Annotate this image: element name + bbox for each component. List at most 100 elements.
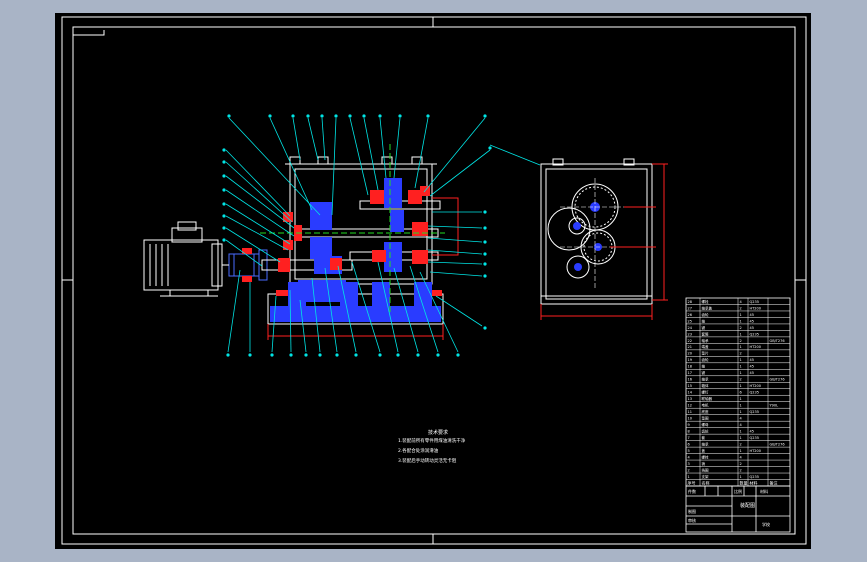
parts-list-cell: 2 xyxy=(740,442,742,446)
parts-list-cell: GB/T276 xyxy=(770,378,785,382)
parts-list-cell: 45 xyxy=(750,358,754,362)
parts-list-cell: 1 xyxy=(740,410,742,414)
parts-list-cell: 1 xyxy=(740,319,742,323)
parts-list-cell: 45 xyxy=(750,326,754,330)
parts-list-cell: 2 xyxy=(740,462,742,466)
parts-list-cell: 6 xyxy=(740,391,742,395)
parts-list-cell: 联轴器 xyxy=(702,396,713,401)
side-view[interactable] xyxy=(489,144,668,320)
parts-list-cell: 2 xyxy=(740,326,742,330)
parts-list-cell: 套筒 xyxy=(702,331,710,336)
center-line xyxy=(260,144,445,312)
leader-lines xyxy=(225,117,491,353)
parts-list-cell: 端盖 xyxy=(702,344,710,349)
parts-list-cell: 齿轮 xyxy=(702,312,710,317)
parts-list-cell: 齿轮 xyxy=(702,357,710,362)
motor-icon[interactable] xyxy=(143,221,223,297)
parts-list-cell: 28 xyxy=(688,300,692,304)
parts-list-cell: 底座 xyxy=(702,409,710,414)
parts-list-cell: 2 xyxy=(740,378,742,382)
parts-list-cell: 齿轮 xyxy=(702,429,710,434)
note-line-3: 3.装配后手动转动灵活无卡阻 xyxy=(398,457,457,464)
parts-list-cell: 7 xyxy=(688,436,690,440)
parts-list-cell: HT200 xyxy=(750,449,761,453)
parts-list-cell: 1 xyxy=(740,449,742,453)
base-plate[interactable] xyxy=(267,282,444,325)
parts-list-cell: 8 xyxy=(688,430,690,434)
drawing-name: 装配图 xyxy=(740,502,755,509)
parts-list-header: 备注 xyxy=(770,479,778,485)
parts-list-cell: 16 xyxy=(688,378,692,382)
parts-list-cell: HT200 xyxy=(750,384,761,388)
note-line-2: 2.各配合处涂润滑油 xyxy=(398,447,439,454)
title-label-school: 学校 xyxy=(762,521,770,527)
parts-list-cell: 22 xyxy=(688,339,692,343)
parts-list-cell: 轴承 xyxy=(702,377,710,382)
parts-list-cell: 轴承 xyxy=(702,441,710,446)
front-section-view[interactable] xyxy=(143,114,492,357)
parts-list-cell: 轴 xyxy=(702,318,706,323)
drawing-sheet xyxy=(55,13,811,549)
parts-list-cell: 21 xyxy=(688,345,692,349)
parts-list-cell: 5 xyxy=(688,449,690,453)
parts-list-cell: 27 xyxy=(688,306,692,310)
parts-list-cell: 4 xyxy=(740,300,743,304)
parts-list-cell: 1 xyxy=(740,404,742,408)
parts-list-cell: 键 xyxy=(702,370,706,375)
parts-list-cell: 2 xyxy=(740,468,742,472)
parts-list-cell: 4 xyxy=(740,417,743,421)
parts-list-cell: 24 xyxy=(688,326,693,330)
parts-list-cell: 螺栓 xyxy=(702,454,710,459)
parts-list-cell: GB/T276 xyxy=(770,442,785,446)
coupling-flange xyxy=(242,276,252,282)
parts-list-cell: 垫圈 xyxy=(702,416,710,421)
parts-list-header: 名称 xyxy=(702,479,710,485)
parts-list-cell: 23 xyxy=(688,332,692,336)
parts-list-cell: 19 xyxy=(688,358,692,362)
parts-list-cell: 垫片 xyxy=(702,351,710,356)
parts-list-cell: 轴承盖 xyxy=(702,305,713,310)
parts-list-cell: 轴 xyxy=(702,364,706,369)
parts-list-cell: Q235 xyxy=(750,300,759,304)
parts-list-cell: 2 xyxy=(688,468,690,472)
parts-list-cell: 11 xyxy=(688,410,692,414)
part-balloons xyxy=(222,114,492,357)
title-block-text: 件数 比例 材料 装配图 制图 审核 学校 xyxy=(688,488,770,527)
parts-list-cell: 2 xyxy=(740,306,742,310)
parts-list-cell: 1 xyxy=(740,345,742,349)
parts-list-cell: GB/T276 xyxy=(770,339,785,343)
parts-list-cell: 17 xyxy=(688,371,692,375)
parts-list-cell: 4 xyxy=(740,455,743,459)
parts-list-cell: 盖 xyxy=(702,448,706,453)
gear-icon[interactable] xyxy=(298,178,404,302)
parts-list-cell: 轴承 xyxy=(702,338,710,343)
parts-list-cell: 4 xyxy=(688,455,691,459)
notes-title: 技术要求 xyxy=(428,429,448,436)
parts-list-cell: 键 xyxy=(702,325,706,330)
parts-list-cell: 45 xyxy=(750,319,754,323)
parts-list-cell: 1 xyxy=(688,475,690,479)
parts-list-cell: 15 xyxy=(688,384,692,388)
parts-list-cell: 9 xyxy=(688,423,690,427)
parts-list-cell: 1 xyxy=(740,430,742,434)
parts-list-cell: 45 xyxy=(750,313,754,317)
parts-list-cell: 6 xyxy=(688,442,690,446)
parts-list-cell: 螺栓 xyxy=(702,299,710,304)
leader-line xyxy=(489,144,541,166)
parts-list-cell: 45 xyxy=(750,365,754,369)
coupling-flange xyxy=(242,248,252,254)
parts-list-cell: Q235 xyxy=(750,410,759,414)
parts-list-cell: 支架 xyxy=(702,474,710,479)
parts-list-cell: 13 xyxy=(688,397,692,401)
parts-list-cell: 螺母 xyxy=(702,422,710,427)
parts-list-cell: 1 xyxy=(740,358,742,362)
dimension-lines xyxy=(540,163,668,320)
parts-list-header: 数量 xyxy=(740,479,748,485)
title-block[interactable] xyxy=(685,485,791,533)
parts-list-cell: 18 xyxy=(688,365,692,369)
parts-list-cell: 2 xyxy=(740,339,742,343)
parts-list-cell: Q235 xyxy=(750,436,759,440)
parts-list-cell: Y90L xyxy=(770,404,779,408)
